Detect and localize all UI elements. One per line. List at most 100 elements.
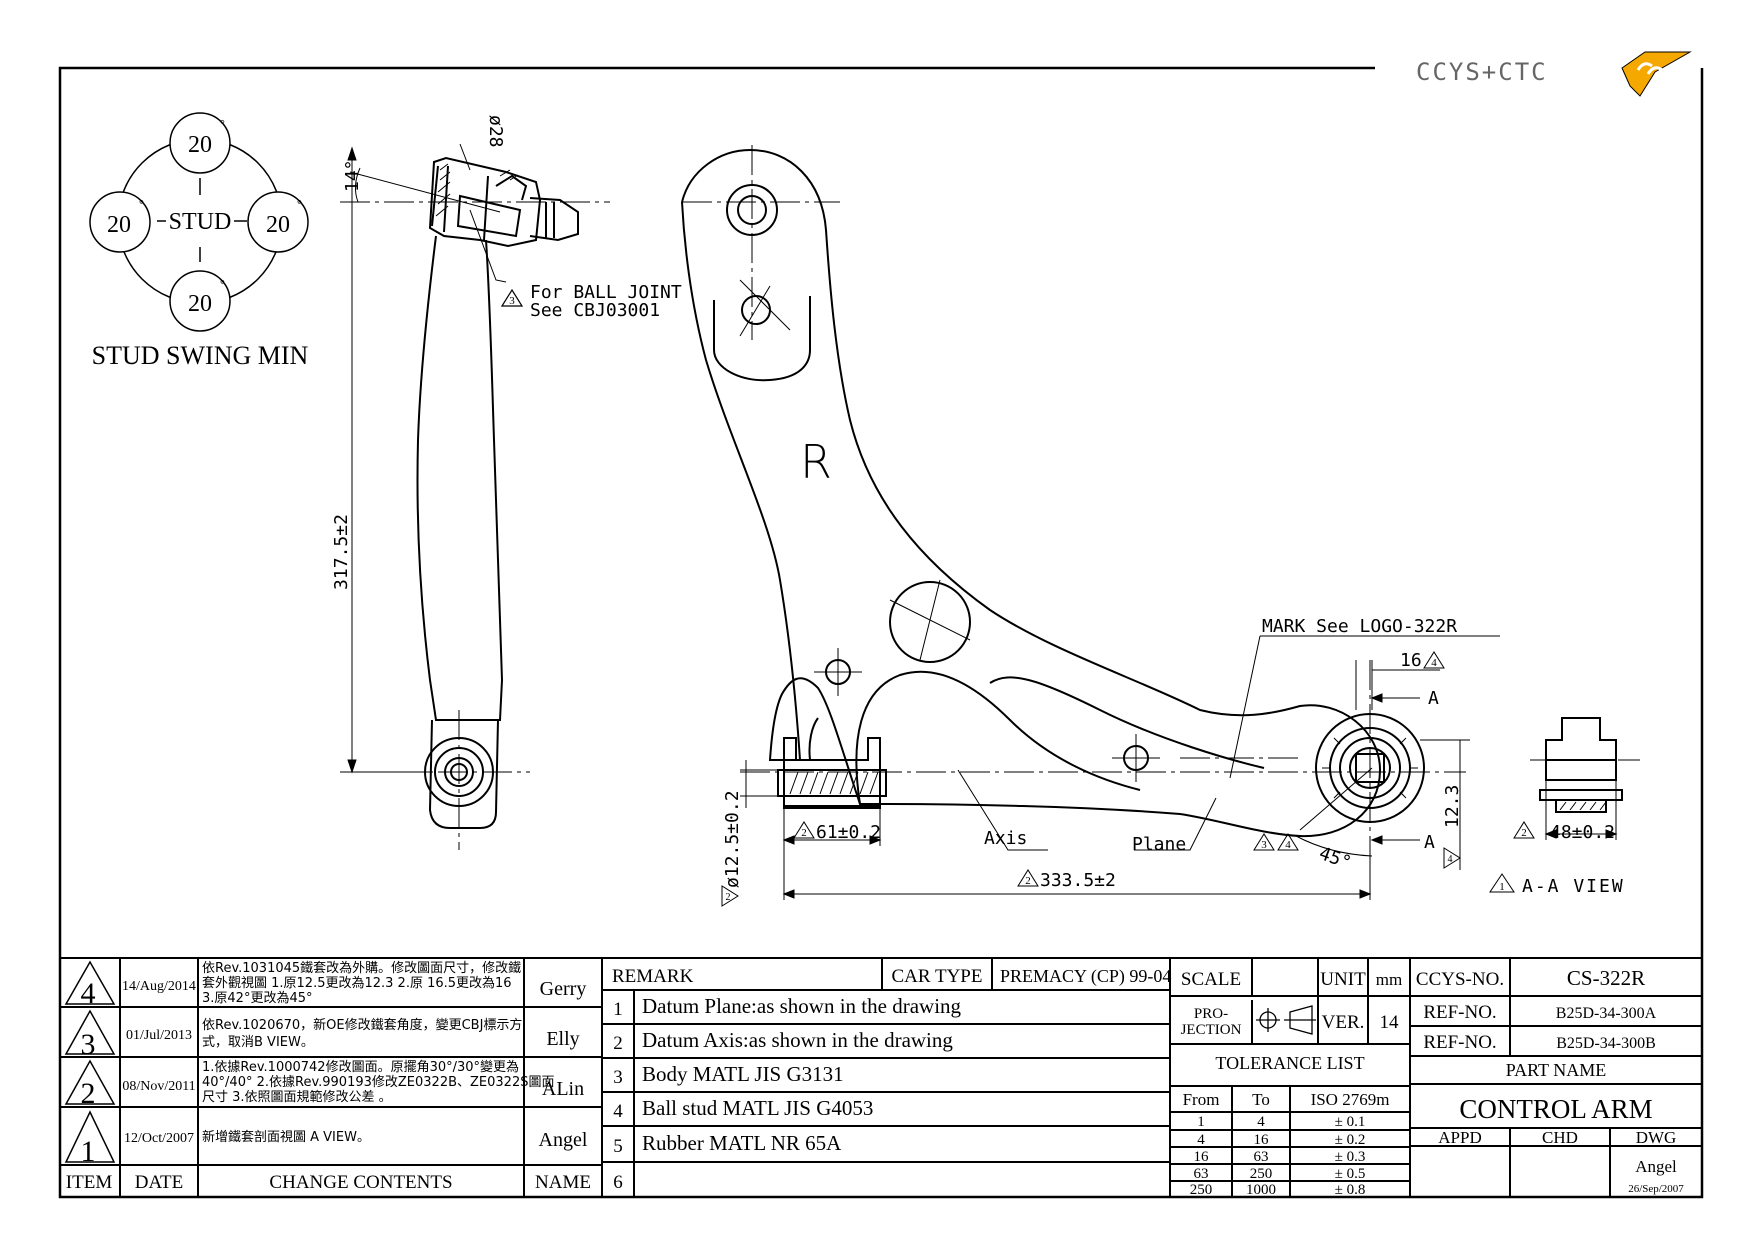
version-label: VER. [1322,1012,1365,1033]
approvals-chd-label: CHD [1542,1128,1578,1147]
triangle-2-icon-333: 2 [1017,869,1039,887]
svg-text:2: 2 [1025,875,1031,887]
rev-content-3-line2: 式，取消B VIEW。 [202,1035,314,1050]
approvals-dwg-label: DWG [1636,1128,1677,1147]
remark-no-4: 4 [613,1101,623,1122]
tol-row3-to: 63 [1254,1149,1269,1165]
rev-date-1: 12/Oct/2007 [124,1131,194,1146]
sheet-border [58,66,1704,1199]
svg-text:4: 4 [1285,839,1291,851]
title-block [60,957,1702,1197]
rev-header-date: DATE [135,1172,184,1193]
approvals-appd-label: APPD [1438,1128,1481,1147]
dwg-date: 26/Sep/2007 [1628,1183,1684,1195]
triangle-2-icon-48: 2 [1513,821,1535,839]
tol-row2-iso: ± 0.2 [1335,1132,1366,1148]
rev-header-item: ITEM [66,1172,113,1193]
remark-text-5: Rubber MATL NR 65A [642,1131,842,1155]
tolerance-header-to: To [1252,1090,1270,1109]
triangle-1-icon-view: 1 [1489,873,1515,893]
rev-name-1: Angel [539,1129,588,1151]
tol-row1-from: 1 [1197,1114,1205,1130]
ccys-no-value: CS-322R [1567,966,1645,990]
scale-label: SCALE [1181,969,1241,990]
tol-row5-to: 1000 [1246,1182,1276,1198]
rev-name-2: ALin [542,1078,584,1100]
tol-row2-to: 16 [1254,1132,1270,1148]
svg-text:4: 4 [1431,657,1437,669]
remark-no-5: 5 [613,1136,623,1157]
swing-angle-top: 20 [188,132,212,158]
rev-name-3: Elly [546,1028,579,1050]
logo-mark-icon [1621,51,1692,97]
ball-joint-note-line2: See CBJ03001 [530,300,660,321]
axis-label: Axis [984,828,1027,849]
dia-28-label: ø28 [485,115,506,148]
section-a-bottom-label: A [1424,832,1435,853]
length-317-label: 317.5±2 [331,514,352,590]
rev-item-3: 3 [81,1028,96,1061]
ref-no-value-1: B25D-34-300A [1556,1005,1657,1022]
triangle-4-icon-angle: 4 [1277,833,1299,851]
triangle-2-icon-61: 2 [793,821,815,839]
rev-header-name: NAME [535,1172,591,1193]
tol-row5-iso: ± 0.8 [1335,1182,1366,1198]
swing-angle-bottom: 20 [188,291,212,317]
rev-date-4: 14/Aug/2014 [122,979,196,994]
tol-row5-from: 250 [1190,1182,1213,1198]
rev-item-4: 4 [81,977,96,1010]
tol-row1-to: 4 [1257,1114,1265,1130]
tolerance-header-iso: ISO 2769m [1311,1090,1390,1109]
projection-label-1: PRO- [1194,1006,1228,1022]
rev-content-1-line1: 新增鐵套剖面視圖 A VIEW。 [202,1129,370,1145]
swing-angle-right: 20 [266,212,290,238]
angle-45-label: 45° [1316,843,1354,874]
angle-14-label: 14° [342,159,363,192]
part-name-label: PART NAME [1506,1060,1606,1080]
ref-no-label-1: REF-NO. [1423,1002,1496,1023]
dim-16-label: 16 [1400,650,1422,671]
triangle-2-icon-12-5: 2 [721,885,739,907]
svg-text:1: 1 [1499,881,1505,893]
svg-text:2: 2 [726,892,731,903]
remark-no-2: 2 [613,1033,623,1054]
rev-content-2-line1: 1.依據Rev.1000742修改圖面。原擺角30°/30°變更為 [202,1059,519,1075]
unit-label: UNIT [1320,969,1366,990]
rev-content-4-line1: 依Rev.1031045鐵套改為外購。修改圖面尺寸，修改鐵 [202,960,521,976]
degree-mark-bottom: ° [220,277,225,291]
tolerance-title: TOLERANCE LIST [1215,1053,1364,1073]
rev-content-4-line3: 3.原42°更改為45° [202,990,313,1006]
dim-12-3-label: 12.3 [1442,785,1463,828]
svg-text:3: 3 [1261,839,1267,851]
remark-text-4: Ball stud MATL JIS G4053 [642,1096,873,1120]
section-a-top-label: A [1428,688,1439,709]
rev-date-2: 08/Nov/2011 [122,1079,195,1094]
triangle-4-icon-b: 4 [1443,847,1461,869]
projection-symbol-icon [1256,1005,1316,1035]
ref-no-value-2: B25D-34-300B [1556,1035,1656,1052]
tol-row2-from: 4 [1197,1132,1205,1148]
top-view [681,148,1623,838]
tol-row3-iso: ± 0.3 [1335,1149,1366,1165]
projection-label-2: JECTION [1181,1022,1242,1038]
remark-no-3: 3 [613,1067,623,1088]
rev-name-4: Gerry [540,978,587,1000]
triangle-4-icon-a: 4 [1423,651,1445,669]
dim-48-label: 48±0.2 [1550,822,1615,843]
rev-content-3-line1: 依Rev.1020670，新OE修改鐵套角度，變更CBJ標示方 [202,1017,522,1033]
remark-text-1: Datum Plane:as shown in the drawing [642,994,962,1018]
logo-text: CCYS+CTC [1416,58,1548,86]
rev-content-2-line2: 40°/40° 2.依據Rev.990193修改ZE0322B、ZE0322S圖… [202,1075,554,1090]
revision-triangles [64,960,116,1163]
remark-text-2: Datum Axis:as shown in the drawing [642,1028,953,1052]
plane-label: Plane [1132,834,1186,855]
version-value: 14 [1380,1012,1400,1033]
company-logo: CCYS+CTC [1416,51,1692,97]
remark-header: REMARK [612,966,694,987]
svg-text:3: 3 [509,295,515,307]
rev-date-3: 01/Jul/2013 [126,1028,192,1043]
svg-text:4: 4 [1448,854,1453,865]
rev-content-4-line2: 套外觀視圖 1.原12.5更改為12.3 2.原 16.5更改為16 [202,975,512,991]
side-view [416,156,579,829]
unit-value: mm [1376,970,1402,989]
